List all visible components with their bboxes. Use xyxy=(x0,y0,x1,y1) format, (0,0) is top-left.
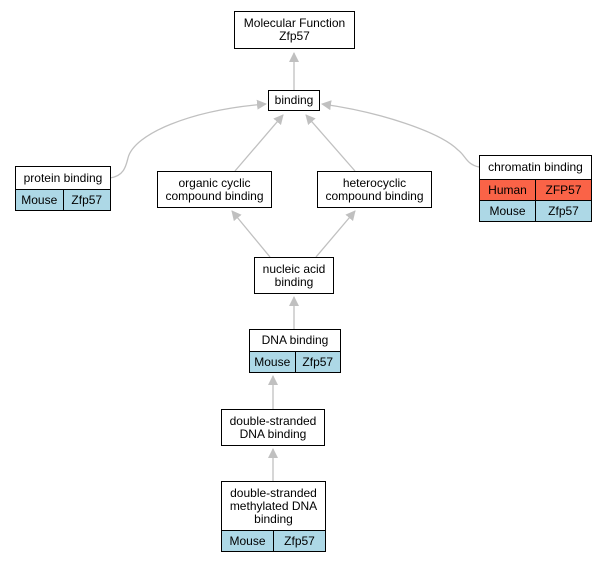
node-label: binding xyxy=(269,91,319,110)
node-label: protein binding xyxy=(16,167,110,189)
node-label-line: nucleic acid xyxy=(262,261,326,276)
node-double-stranded-dna-binding[interactable]: double-stranded DNA binding xyxy=(221,409,325,446)
edge-nucleic-to-organic xyxy=(231,210,271,258)
edge-chromatin-to-binding xyxy=(321,100,480,168)
node-double-stranded-methylated-dna-binding[interactable]: double-stranded methylated DNA binding M… xyxy=(221,481,326,552)
node-label: chromatin binding xyxy=(480,156,591,179)
edge-nucleic-to-hetero xyxy=(315,210,356,258)
edge-protein-to-binding xyxy=(109,99,267,179)
annotation-row-mouse: Mouse Zfp57 xyxy=(250,351,340,372)
gene-cell: Zfp57 xyxy=(62,190,110,210)
node-label-line: Molecular Function xyxy=(243,16,346,30)
species-cell: Human xyxy=(480,180,535,200)
node-label-line: compound binding xyxy=(165,188,264,203)
node-label-line: compound binding xyxy=(325,188,424,203)
node-label: DNA binding xyxy=(250,330,340,351)
node-label-line: binding xyxy=(254,511,293,526)
node-label: organic cyclic compound binding xyxy=(158,172,271,207)
node-nucleic-acid-binding[interactable]: nucleic acid binding xyxy=(254,257,334,294)
annotation-row-mouse: Mouse Zfp57 xyxy=(222,530,325,551)
node-label-line: Zfp57 xyxy=(279,29,310,43)
edge-organic-to-binding xyxy=(234,114,284,172)
gene-cell: Zfp57 xyxy=(294,352,340,372)
species-cell: Mouse xyxy=(16,190,63,210)
species-cell: Mouse xyxy=(250,352,295,372)
node-label: heterocyclic compound binding xyxy=(318,172,431,207)
node-label-line: organic cyclic xyxy=(178,175,251,190)
node-label-line: binding xyxy=(274,274,314,289)
node-protein-binding[interactable]: protein binding Mouse Zfp57 xyxy=(15,166,111,211)
node-label: double-stranded methylated DNA binding xyxy=(222,482,325,530)
species-cell: Mouse xyxy=(222,531,273,551)
annotation-row-mouse: Mouse Zfp57 xyxy=(480,200,591,221)
node-label: Molecular Function Zfp57 xyxy=(235,12,354,48)
node-label-line: methylated DNA xyxy=(229,498,318,513)
node-label-line: double-stranded xyxy=(230,485,317,500)
species-cell: Mouse xyxy=(480,201,535,221)
gene-cell: Zfp57 xyxy=(273,531,325,551)
node-label-line: protein binding xyxy=(23,170,103,185)
node-label-line: DNA binding xyxy=(261,333,329,347)
node-label-line: chromatin binding xyxy=(488,160,583,174)
node-label-line: DNA binding xyxy=(239,426,307,441)
node-organic-cyclic-compound-binding[interactable]: organic cyclic compound binding xyxy=(157,171,272,208)
node-label: double-stranded DNA binding xyxy=(222,410,324,445)
node-label-line: binding xyxy=(274,93,314,107)
annotation-row-human: Human ZFP57 xyxy=(480,179,591,200)
gene-cell: Zfp57 xyxy=(535,201,591,221)
node-heterocyclic-compound-binding[interactable]: heterocyclic compound binding xyxy=(317,171,432,208)
node-dna-binding[interactable]: DNA binding Mouse Zfp57 xyxy=(249,329,341,373)
node-binding[interactable]: binding xyxy=(268,90,320,111)
node-molecular-function[interactable]: Molecular Function Zfp57 xyxy=(234,11,355,49)
edge-hetero-to-binding xyxy=(305,114,356,172)
node-chromatin-binding[interactable]: chromatin binding Human ZFP57 Mouse Zfp5… xyxy=(479,155,592,222)
node-label: nucleic acid binding xyxy=(255,258,333,293)
node-label-line: double-stranded xyxy=(229,413,317,428)
node-label-line: heterocyclic xyxy=(342,175,407,190)
annotation-row-mouse: Mouse Zfp57 xyxy=(16,189,110,210)
gene-cell: ZFP57 xyxy=(535,180,591,200)
